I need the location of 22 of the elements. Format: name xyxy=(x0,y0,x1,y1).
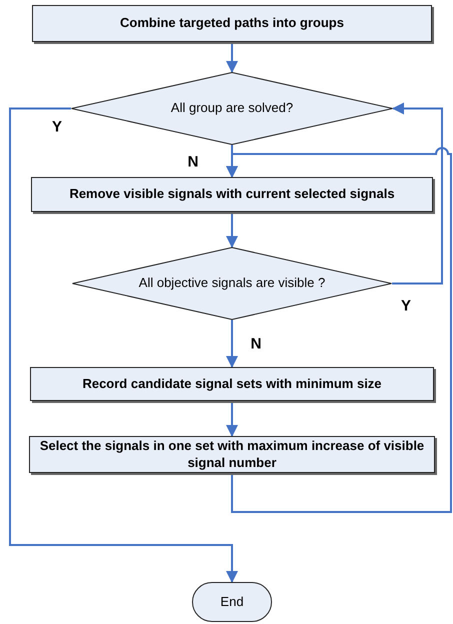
arrow xyxy=(226,42,238,73)
node-text: Combine targeted paths into groups xyxy=(120,15,344,32)
node-text: Remove visible signals with current selected signals xyxy=(69,186,395,203)
arrow xyxy=(226,212,238,248)
arrow xyxy=(392,102,443,284)
arrow xyxy=(9,108,238,583)
process-box xyxy=(30,367,434,401)
edge-label: N xyxy=(250,336,262,352)
node-text: End xyxy=(220,594,244,610)
arrow xyxy=(226,401,238,437)
edge-label: Y xyxy=(52,120,62,134)
node-text: All objective signals are visible ? xyxy=(138,275,326,292)
terminal-shape xyxy=(192,582,272,622)
edge-label: Y xyxy=(401,298,411,314)
process-box xyxy=(31,177,433,212)
arrow xyxy=(226,320,238,368)
node-text: All group are solved? xyxy=(170,100,294,117)
process-box xyxy=(32,5,432,42)
node-text: Select the signals in one set with maximum increase of visible signal number xyxy=(38,438,426,471)
edge-label: N xyxy=(188,154,198,170)
node-text: Record candidate signal sets with minimum size xyxy=(82,376,382,392)
arrow xyxy=(226,147,452,513)
